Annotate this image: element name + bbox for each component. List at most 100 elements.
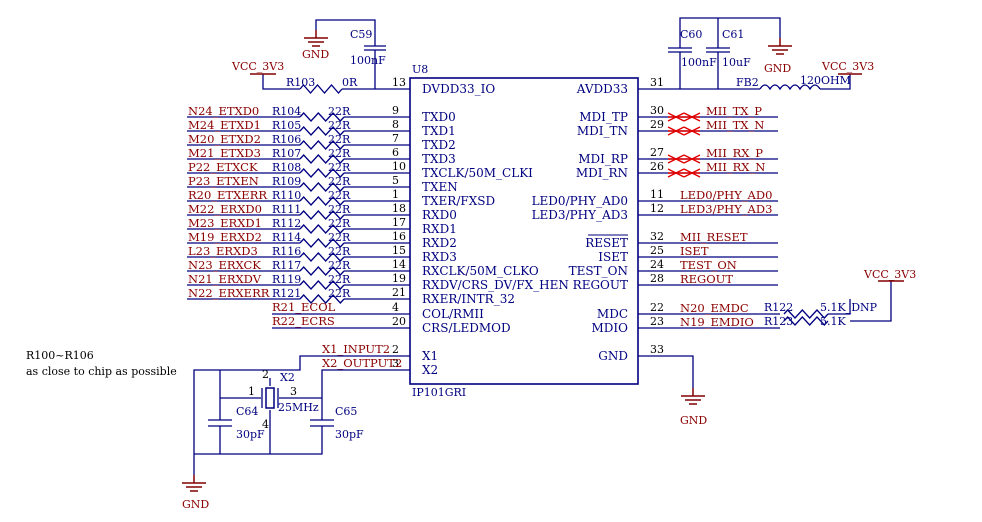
crystal-ref: X2 bbox=[280, 371, 295, 384]
chip-pin-number: 21 bbox=[392, 286, 406, 299]
design-note-line1: R100~R106 bbox=[26, 349, 94, 362]
chip-pin-number: 27 bbox=[650, 146, 664, 159]
chip-pin-number: 7 bbox=[392, 132, 399, 145]
chip-pin-name: TXD1 bbox=[422, 124, 456, 138]
net-label: ISET bbox=[680, 244, 709, 258]
chip-part-number: IP101GRI bbox=[412, 386, 466, 399]
net-label: L23_ERXD3 bbox=[188, 244, 258, 258]
resistor-value: 22R bbox=[328, 203, 351, 216]
gnd-label-right: GND bbox=[680, 414, 707, 427]
net-label: M19_ERXD2 bbox=[188, 230, 262, 244]
resistor-ref: R116 bbox=[272, 245, 301, 258]
net-label: M20_ETXD2 bbox=[188, 132, 261, 146]
crystal-pin4: 4 bbox=[262, 418, 269, 431]
resistor-value: 22R bbox=[328, 161, 351, 174]
series-resistor bbox=[299, 154, 345, 164]
resistor-value: 22R bbox=[328, 273, 351, 286]
chip-pin-number: 3 bbox=[392, 357, 399, 370]
net-label: R21_ECOL bbox=[272, 300, 336, 314]
net-label: N24_ETXD0 bbox=[188, 104, 259, 118]
chip-pin-name: TXD3 bbox=[422, 152, 456, 166]
chip-pin-number: 12 bbox=[650, 202, 664, 215]
net-label: REGOUT bbox=[680, 272, 733, 286]
chip-pin-number: 6 bbox=[392, 146, 399, 159]
chip-designator: U8 bbox=[412, 63, 428, 76]
crystal-pin2: 2 bbox=[262, 368, 269, 381]
ground-symbol-c59 bbox=[304, 30, 328, 47]
crystal-pin1: 1 bbox=[248, 385, 255, 398]
net-label: MII_TX_N bbox=[706, 118, 764, 132]
ground-symbol-chip bbox=[681, 388, 705, 405]
net-label: N22_ERXERR bbox=[188, 286, 270, 300]
diff-pair-marker bbox=[667, 154, 701, 164]
chip-pin-number: 32 bbox=[650, 230, 664, 243]
crystal-pin3: 3 bbox=[290, 385, 297, 398]
series-resistor bbox=[299, 210, 345, 220]
net-label: MII_TX_P bbox=[706, 104, 762, 118]
net-label: P23_ETXEN bbox=[188, 174, 259, 188]
net-label: M23_ERXD1 bbox=[188, 216, 262, 230]
chip-pin-number: 18 bbox=[392, 202, 406, 215]
net-label: P22_ETXCK bbox=[188, 160, 258, 174]
net-label: N19_EMDIO bbox=[680, 315, 754, 329]
series-resistor bbox=[299, 252, 345, 262]
r103-ref: R103 bbox=[286, 76, 315, 89]
c59-value: 100nF bbox=[350, 54, 386, 67]
resistor-value: 22R bbox=[328, 231, 351, 244]
chip-pin-name: RXDV/CRS_DV/FX_HEN bbox=[422, 278, 569, 292]
chip-pin-number: 33 bbox=[650, 343, 664, 356]
chip-pin-number: 4 bbox=[392, 301, 399, 314]
chip-pin-number: 15 bbox=[392, 244, 406, 257]
net-label: R20_ETXERR bbox=[188, 188, 267, 202]
chip-pin-number: 16 bbox=[392, 230, 406, 243]
net-label: X2_OUTPUT2 bbox=[322, 356, 402, 370]
chip-pin-name: RXD0 bbox=[422, 208, 457, 222]
resistor-ref: R108 bbox=[272, 161, 301, 174]
series-resistor bbox=[299, 168, 345, 178]
chip-pin-name: LED3/PHY_AD3 bbox=[532, 208, 628, 222]
resistor-value: 22R bbox=[328, 105, 351, 118]
resistor-ref: R107 bbox=[272, 147, 301, 160]
resistor-ref: R109 bbox=[272, 175, 301, 188]
chip-pin-number: 22 bbox=[650, 301, 664, 314]
resistor-value: 22R bbox=[328, 147, 351, 160]
chip-pin-name: LED0/PHY_AD0 bbox=[532, 194, 628, 208]
resistor-value: 22R bbox=[328, 259, 351, 272]
chip-pin-name: COL/RMII bbox=[422, 307, 484, 321]
chip-pin-name: RXER/INTR_32 bbox=[422, 292, 515, 306]
chip-pin-name: AVDD33 bbox=[576, 82, 628, 96]
chip-pin-name: ISET bbox=[598, 250, 628, 264]
chip-pin-number: 11 bbox=[650, 188, 664, 201]
chip-pin-number: 28 bbox=[650, 272, 664, 285]
net-label: R22_ECRS bbox=[272, 314, 335, 328]
chip-pin-number: 26 bbox=[650, 160, 664, 173]
chip-pin-number: 19 bbox=[392, 272, 406, 285]
series-resistor bbox=[299, 224, 345, 234]
series-resistor bbox=[299, 182, 345, 192]
series-resistor bbox=[299, 126, 345, 136]
resistor-value: 22R bbox=[328, 119, 351, 132]
net-label: N20_EMDC bbox=[680, 301, 749, 315]
resistor-value: 22R bbox=[328, 189, 351, 202]
c64-ref: C64 bbox=[236, 405, 258, 418]
net-label: TEST_ON bbox=[680, 258, 737, 272]
chip-pin-number: 9 bbox=[392, 104, 399, 117]
net-label: LED0/PHY_AD0 bbox=[680, 188, 772, 202]
chip-pin-name: MDI_RN bbox=[576, 166, 628, 180]
chip-pin-name: X1 bbox=[422, 349, 438, 363]
chip-pin-name: RXD3 bbox=[422, 250, 457, 264]
r103-value: 0R bbox=[342, 76, 358, 89]
net-label: MII_RESET bbox=[680, 230, 748, 244]
chip-pin-number: 30 bbox=[650, 104, 664, 117]
chip-pin-number: 8 bbox=[392, 118, 399, 131]
series-resistor bbox=[299, 140, 345, 150]
chip-pin-name: CRS/LEDMOD bbox=[422, 321, 511, 335]
c64-value: 30pF bbox=[236, 428, 265, 441]
chip-pin-name: RXCLK/50M_CLKO bbox=[422, 264, 539, 278]
r123-ref: R123 bbox=[764, 315, 793, 328]
resistor-ref: R104 bbox=[272, 105, 301, 118]
series-resistor bbox=[299, 294, 345, 304]
resistor-value: 22R bbox=[328, 245, 351, 258]
